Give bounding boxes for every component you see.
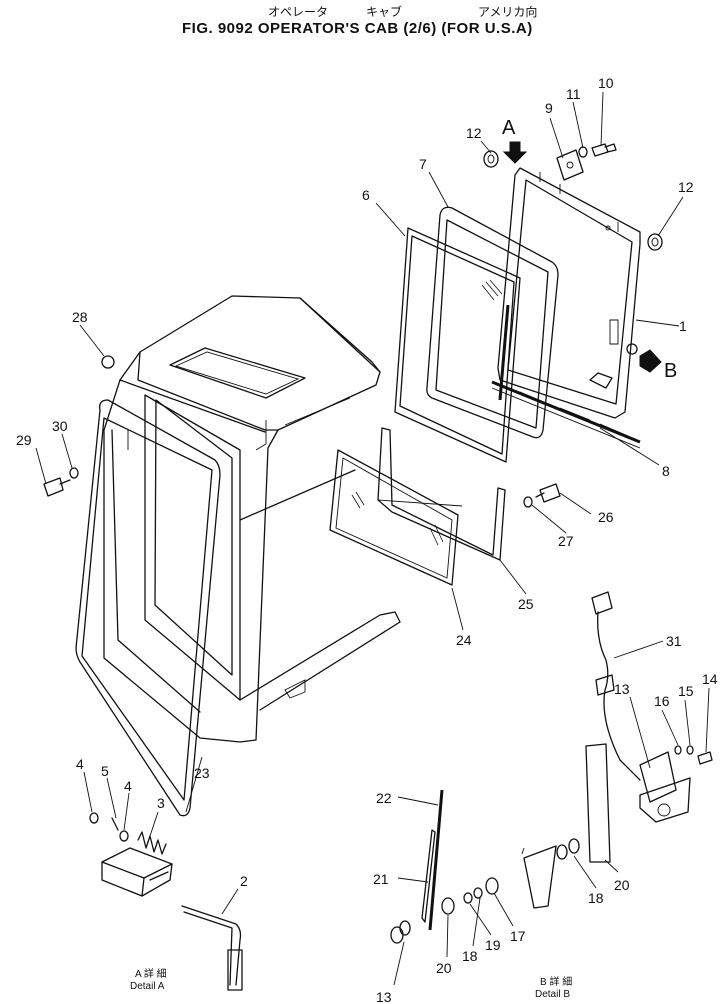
weatherstrip-23 (75, 399, 221, 817)
callout-25: 25 (518, 596, 534, 612)
callout-4b: 4 (124, 778, 132, 794)
callout-1: 1 (679, 318, 687, 334)
detail-a-caption-jp: A 詳 細 (135, 967, 167, 980)
view-arrow-b (639, 349, 662, 373)
callout-labels: 1 2 3 4 4 5 6 7 8 9 10 11 12 12 13 13 14… (16, 75, 718, 1004)
callout-12a: 12 (466, 125, 482, 141)
cap-nut-12b (647, 233, 663, 251)
callout-18a: 18 (462, 948, 478, 964)
detail-a-washers (89, 812, 129, 842)
callout-20b: 20 (614, 877, 630, 893)
detail-b-motor-13 (639, 751, 691, 823)
bolt-29 (43, 477, 71, 497)
washer-30 (69, 467, 79, 479)
callout-31: 31 (666, 633, 682, 649)
callout-23: 23 (194, 765, 210, 781)
callout-12b: 12 (678, 179, 694, 195)
view-label-a: A (502, 117, 516, 139)
callout-16: 16 (654, 693, 670, 709)
callout-14: 14 (702, 671, 718, 687)
detail-a-rod-2 (181, 905, 243, 991)
callout-4a: 4 (76, 756, 84, 772)
glass-24 (329, 449, 459, 586)
callout-7: 7 (419, 156, 427, 172)
callout-19: 19 (485, 937, 501, 953)
callout-13a: 13 (376, 989, 392, 1004)
washer-11 (578, 146, 588, 158)
callout-18b: 18 (588, 890, 604, 906)
sash-25 (377, 427, 506, 561)
callout-11: 11 (566, 86, 581, 102)
callout-26: 26 (598, 509, 614, 525)
detail-b-harness-31 (591, 591, 641, 781)
detail-b-caption-jp: B 詳 細 (540, 975, 572, 988)
leader-lines (35, 91, 710, 986)
callout-3: 3 (157, 795, 165, 811)
detail-b-bracket (523, 743, 611, 909)
header-jp-usa: アメリカ向 (478, 5, 538, 19)
callout-29: 29 (16, 432, 32, 448)
callout-15: 15 (678, 683, 694, 699)
callout-17: 17 (510, 928, 526, 944)
detail-b-caption-en: Detail B (535, 989, 570, 1000)
callout-24: 24 (456, 632, 472, 648)
washer-27 (523, 496, 533, 508)
callout-8: 8 (662, 463, 670, 479)
bracket-9 (556, 149, 584, 181)
window-frame-1 (497, 167, 641, 419)
header-jp-operator: オペレータ (268, 5, 329, 19)
view-label-b: B (664, 360, 677, 382)
glass-7 (426, 206, 559, 439)
bolt-10 (591, 143, 617, 157)
callout-2: 2 (240, 873, 248, 889)
glass-6 (394, 227, 521, 463)
cap-28 (101, 355, 115, 369)
view-arrow-a (502, 141, 528, 164)
detail-b-wiper-blade-22 (428, 789, 444, 931)
cap-nut-12a (483, 150, 499, 168)
callout-28: 28 (72, 309, 88, 325)
callout-10: 10 (598, 75, 614, 91)
callout-21: 21 (373, 871, 389, 887)
bolt-26 (535, 483, 561, 503)
callout-5: 5 (101, 763, 109, 779)
detail-b-small-parts (390, 745, 713, 944)
detail-b-wiper-arm-21 (421, 829, 436, 923)
callout-13b: 13 (614, 681, 630, 697)
detail-a-spring-3 (137, 831, 167, 855)
detail-a-latch (101, 847, 173, 897)
figure-title: FIG. 9092 OPERATOR'S CAB (2/6) (FOR U.S.… (182, 20, 533, 37)
cab-body (103, 295, 401, 743)
callout-22: 22 (376, 790, 392, 806)
callout-6: 6 (362, 187, 370, 203)
callout-9: 9 (545, 100, 553, 116)
callout-30: 30 (52, 418, 68, 434)
callout-20a: 20 (436, 960, 452, 976)
callout-27: 27 (558, 533, 574, 549)
header-jp-cab: キャブ (366, 5, 403, 19)
detail-a-caption-en: Detail A (130, 981, 165, 992)
